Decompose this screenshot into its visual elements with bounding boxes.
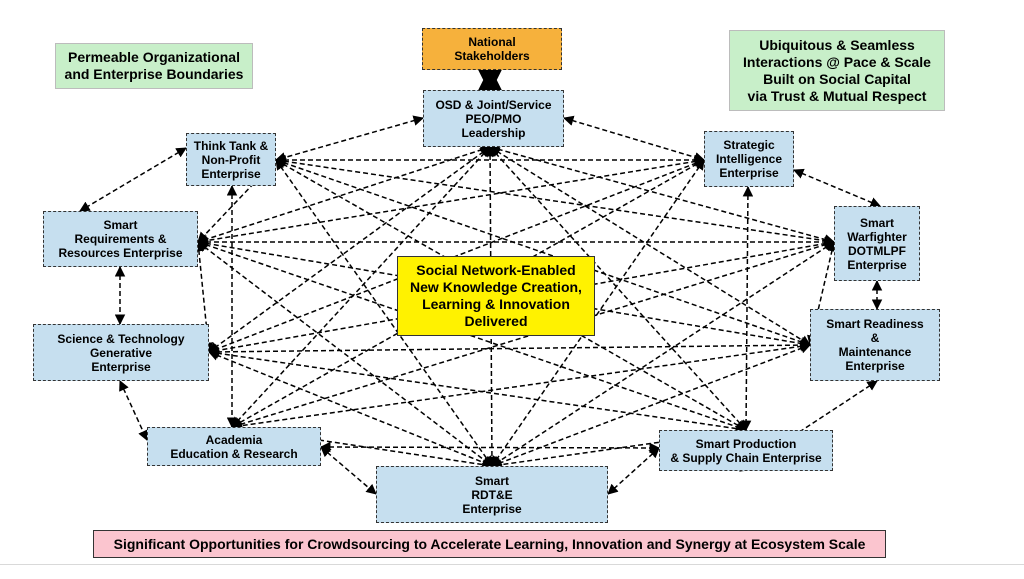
link-rd-acad [230, 341, 812, 431]
link-ttTL-reqTL [79, 147, 187, 212]
node-academia: Academia Education & Research [147, 427, 321, 466]
node-science-technology: Science & Technology Generative Enterpri… [33, 324, 209, 381]
link-sci-prod [207, 348, 748, 434]
center-statement: Social Network-Enabled New Knowledge Cre… [397, 256, 595, 336]
link-siTR-warTR [793, 168, 881, 208]
boundaries-callout: Permeable Organizational and Enterprise … [55, 43, 253, 89]
link-acadR-prodL [319, 441, 661, 454]
node-rdte: Smart RDT&E Enterprise [376, 466, 608, 523]
link-osdL-tt [274, 115, 425, 163]
bottom-rule [0, 564, 1024, 565]
node-warfighter: Smart Warfighter DOTMLPF Enterprise [834, 206, 920, 281]
node-national-stakeholders: National Stakeholders [422, 28, 562, 70]
node-readiness: Smart Readiness & Maintenance Enterprise [810, 309, 940, 381]
node-requirements: Smart Requirements & Resources Enterpris… [43, 211, 198, 267]
footer-banner: Significant Opportunities for Crowdsourc… [93, 530, 886, 558]
link-sciB-acadL [119, 380, 148, 441]
link-acadR-rdteL [320, 446, 377, 495]
node-osd-leadership: OSD & Joint/Service PEO/PMO Leadership [423, 90, 564, 147]
node-strategic-intelligence: Strategic Intelligence Enterprise [704, 131, 794, 187]
node-think-tank: Think Tank & Non-Profit Enterprise [186, 133, 276, 186]
node-production: Smart Production & Supply Chain Enterpri… [659, 430, 833, 471]
link-prodL-rdteR [607, 447, 660, 495]
link-siB-prod [740, 185, 754, 432]
link-osdR-si [562, 115, 706, 163]
interactions-callout: Ubiquitous & Seamless Interactions @ Pac… [729, 30, 945, 111]
